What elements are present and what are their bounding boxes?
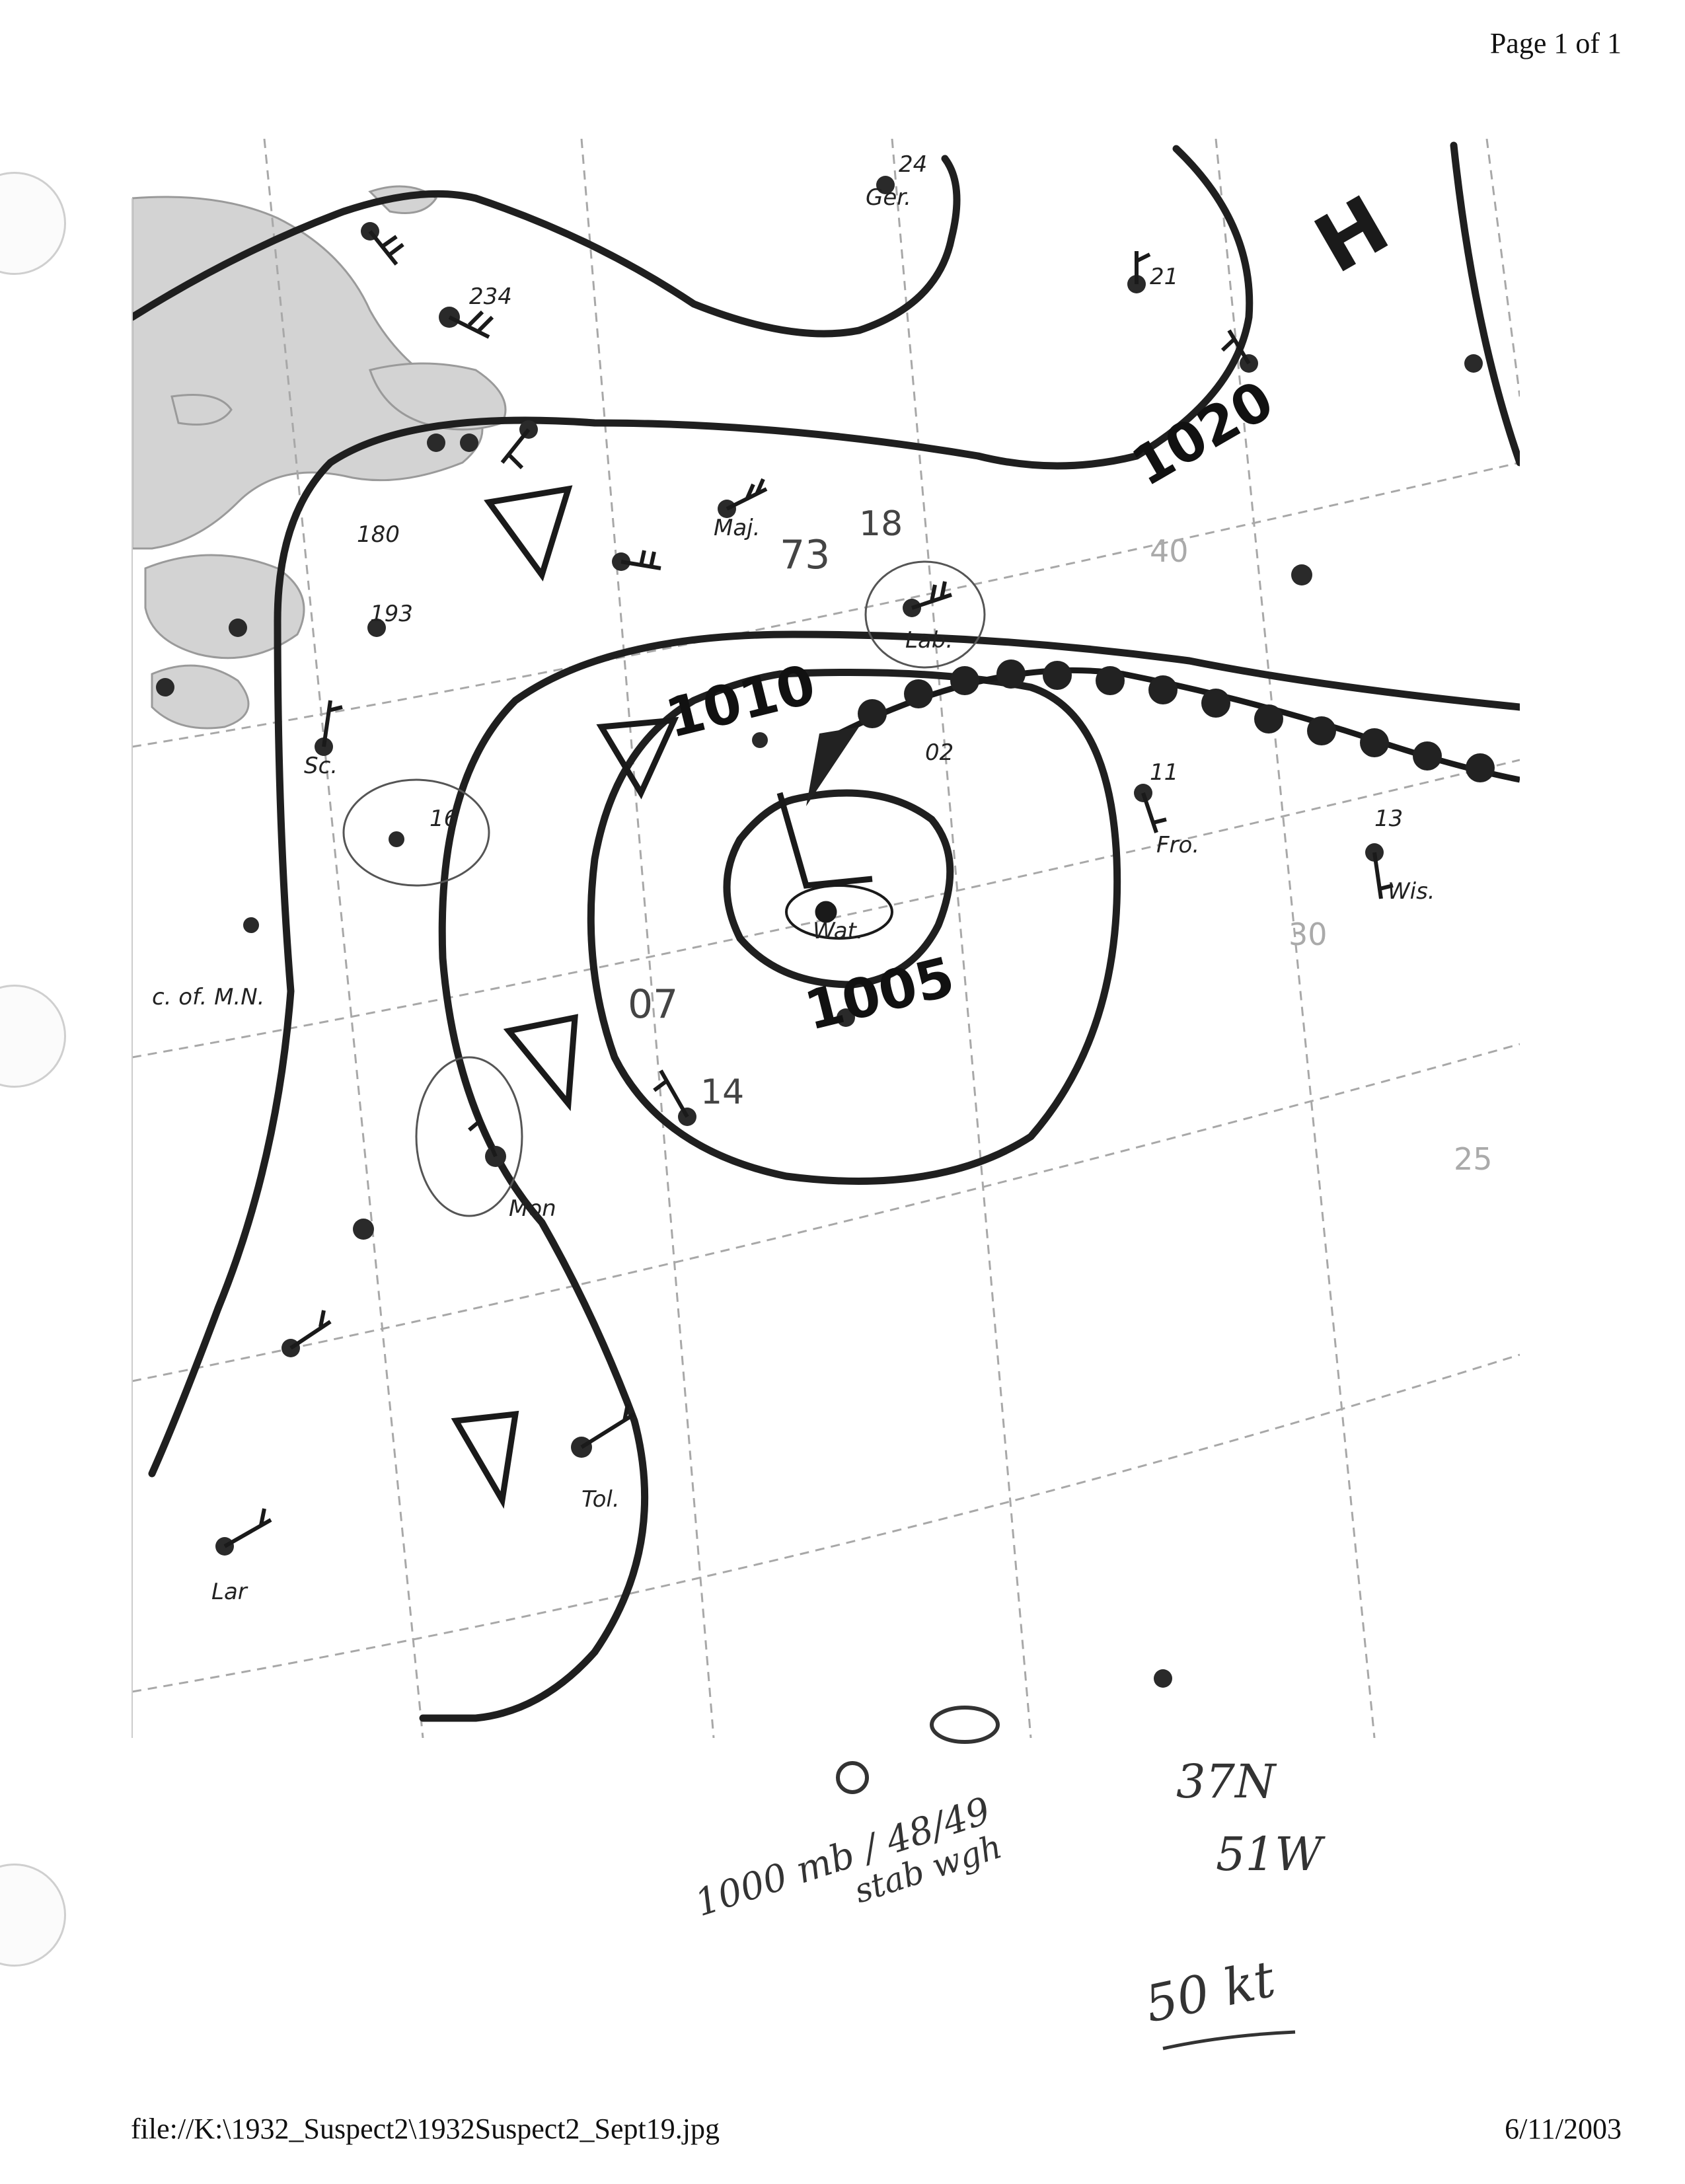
station-label-sc: Sc. [304, 753, 338, 779]
obs-value-16: 16 [430, 806, 458, 832]
isobar-1020-east [1450, 141, 1520, 467]
footer-date: 6/11/2003 [1505, 2113, 1622, 2145]
wind-barbs [223, 230, 1394, 1548]
isobars [132, 141, 1520, 1722]
station-label-c-of-mn: c. of. M.N. [152, 984, 264, 1010]
station-circles [342, 560, 986, 1217]
note-longitude: 51W [1216, 1827, 1326, 1881]
latitude-label-30: 30 [1289, 917, 1328, 952]
note-latitude: 37N [1176, 1754, 1277, 1809]
footer-file-path: file://K:\1932_Suspect2\1932Suspect2_Sep… [131, 2113, 720, 2145]
obs-value-24: 24 [899, 151, 927, 178]
map-content: H [132, 139, 1520, 1738]
track-triangles [451, 485, 679, 1509]
obs-value-234: 234 [469, 283, 512, 310]
station-label-maj: Maj. [714, 515, 760, 541]
front-triangle [806, 727, 859, 806]
storm-center-symbol [776, 792, 893, 940]
obs-value-21: 21 [1150, 264, 1178, 290]
obs-value-13: 13 [1374, 806, 1403, 832]
isobar-label-1010: 1010 [660, 653, 821, 750]
station-label-wis: Wis. [1388, 878, 1435, 905]
isobar-label-1005: 1005 [799, 946, 960, 1043]
land-masses [132, 185, 507, 730]
high-pressure-label: H [1300, 178, 1404, 291]
handwritten-notes: 1000 mb / 48/49 stab wgh 37N 51W 50 kt [690, 1706, 1326, 2051]
station-label-lab: Lab. [905, 627, 953, 654]
isobar-1015 [419, 630, 1520, 1722]
station-label-mon: Mon [509, 1195, 556, 1222]
station-label-lar: Lar [211, 1579, 248, 1605]
station-label-tol: Tol. [581, 1486, 620, 1513]
isobar-1010 [587, 669, 1121, 1185]
obs-value-07: 07 [628, 981, 678, 1028]
isobar-1020-main [148, 145, 1254, 1478]
station-label-ger: Ger. [866, 184, 911, 211]
obs-value-193: 193 [370, 601, 413, 627]
obs-value-14: 14 [700, 1073, 744, 1112]
obs-value-18: 18 [859, 504, 903, 544]
station-label-fro: Fro. [1156, 832, 1199, 858]
station-label-wat: Wat. [813, 918, 864, 944]
obs-value-11: 11 [1150, 759, 1178, 786]
obs-value-02: 02 [925, 739, 954, 766]
latitude-label-40: 40 [1150, 533, 1189, 569]
isobar-label-1020: 1020 [1122, 369, 1284, 498]
obs-value-73: 73 [780, 532, 830, 578]
note-wind-speed: 50 kt [1140, 1949, 1280, 2033]
isobar-1020-north [132, 155, 961, 338]
latitude-label-25: 25 [1454, 1141, 1493, 1177]
page-number-label: Page 1 of 1 [1489, 27, 1622, 59]
warm-front [824, 659, 1520, 783]
isobar-1005 [723, 789, 954, 989]
obs-value-180: 180 [357, 521, 400, 548]
